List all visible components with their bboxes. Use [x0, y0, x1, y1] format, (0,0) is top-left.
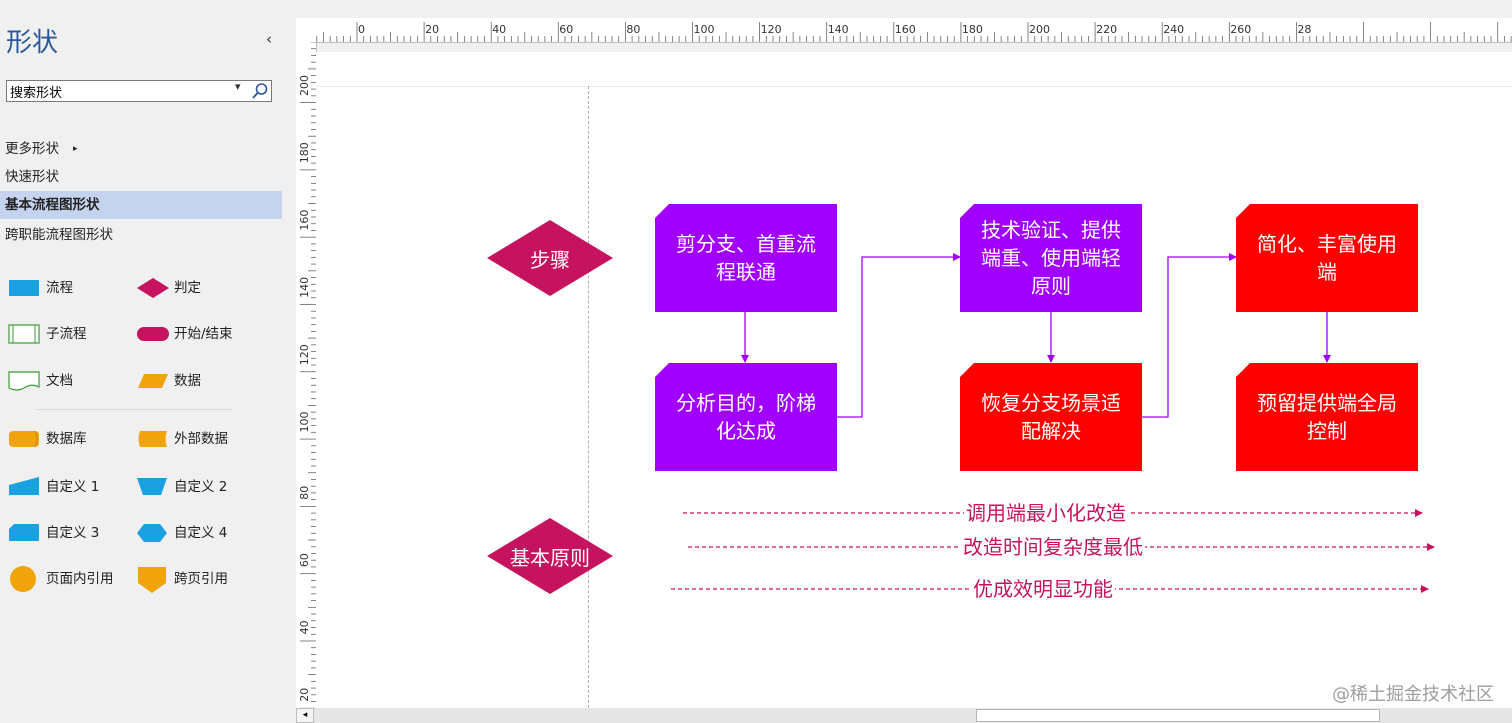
principle-label-2[interactable]: 改造时间复杂度最低: [961, 534, 1145, 560]
search-input[interactable]: [7, 81, 239, 101]
ruler-label: 0: [358, 23, 365, 36]
vertical-guide-line[interactable]: [588, 86, 589, 708]
page-top-edge: [316, 86, 1512, 87]
menu-more-shapes[interactable]: 更多形状▸: [0, 135, 282, 163]
custom1-icon: [9, 477, 39, 495]
subprocess-icon: [8, 324, 40, 344]
collapse-pane-icon[interactable]: ‹: [266, 30, 272, 48]
terminator-icon: [137, 327, 169, 341]
ruler-label: 40: [492, 23, 506, 36]
pane-title: 形状: [6, 28, 59, 58]
ruler-label: 28: [1297, 23, 1311, 36]
ruler-label: 60: [298, 553, 311, 567]
process-box-5[interactable]: 简化、丰富使用端: [1236, 204, 1418, 312]
ruler-label: 80: [298, 486, 311, 500]
ruler-label: 260: [1230, 23, 1251, 36]
ruler-label: 100: [298, 412, 311, 433]
horizontal-ruler[interactable]: -60-40-200204060801001201401601802002202…: [316, 18, 1512, 43]
ruler-label: 120: [298, 344, 311, 365]
on-page-ref-icon: [10, 566, 36, 592]
ruler-corner: [296, 18, 316, 42]
ruler-label: 220: [1096, 23, 1117, 36]
principle-label-3[interactable]: 优成效明显功能: [971, 576, 1115, 602]
custom3-icon: [9, 524, 39, 541]
menu-basic-flowchart-shapes[interactable]: 基本流程图形状: [0, 191, 282, 219]
search-box[interactable]: ▾: [6, 80, 272, 102]
ruler-label: 140: [298, 277, 311, 298]
ruler-label: 40: [298, 620, 311, 634]
menu-quick-shapes[interactable]: 快速形状: [5, 169, 59, 185]
ruler-label: 200: [1029, 23, 1050, 36]
data-icon: [138, 374, 168, 388]
scroll-left-icon[interactable]: ◂: [296, 708, 314, 723]
ruler-label: 100: [694, 23, 715, 36]
ruler-label: 180: [298, 142, 311, 163]
process-box-2[interactable]: 分析目的，阶梯化达成: [655, 363, 837, 471]
process-icon: [9, 280, 39, 296]
database-icon: [9, 430, 39, 448]
principle-label-1[interactable]: 调用端最小化改造: [964, 500, 1128, 526]
process-box-6[interactable]: 预留提供端全局控制: [1236, 363, 1418, 471]
process-box-1[interactable]: 剪分支、首重流程联通: [655, 204, 837, 312]
ruler-label: 20: [298, 688, 311, 702]
watermark: @稀土掘金技术社区: [1332, 684, 1494, 705]
ruler-label: 200: [298, 75, 311, 96]
document-icon: [8, 371, 40, 391]
decision-icon: [137, 278, 169, 298]
stencil-divider: [36, 409, 232, 410]
menu-cross-functional-shapes[interactable]: 跨职能流程图形状: [5, 227, 113, 243]
ruler-label: 140: [828, 23, 849, 36]
horizontal-scrollbar[interactable]: ◂: [296, 708, 1512, 723]
custom2-icon: [137, 478, 167, 495]
connector-b4-b5[interactable]: [1142, 253, 1237, 418]
custom4-icon: [137, 524, 167, 542]
shapes-pane: 形状 ‹ ▾ 更多形状▸ 快速形状 基本流程图形状 跨职能流程图形状 流程 判定…: [0, 0, 286, 723]
ruler-label: 160: [895, 23, 916, 36]
ruler-label: 240: [1163, 23, 1184, 36]
search-icon[interactable]: [251, 82, 269, 100]
process-box-3[interactable]: 技术验证、提供端重、使用端轻原则: [960, 204, 1142, 312]
ruler-label: 180: [962, 23, 983, 36]
ruler-label: 80: [626, 23, 640, 36]
submenu-arrow-icon: ▸: [73, 144, 78, 154]
ruler-label: 160: [298, 210, 311, 231]
ruler-label: 120: [761, 23, 782, 36]
connector-b2-b3[interactable]: [837, 253, 961, 418]
scrollbar-thumb[interactable]: [976, 709, 1380, 722]
off-page-ref-icon: [138, 567, 166, 593]
ruler-label: 60: [559, 23, 573, 36]
vertical-ruler[interactable]: 200 180 160 140 120 100 80 60 40 20: [296, 42, 317, 712]
process-box-4[interactable]: 恢复分支场景适配解决: [960, 363, 1142, 471]
drawing-canvas[interactable]: 步骤 基本原则 剪分支、首重流程联通 分析目的，阶梯化达成 技术验证、提供端重、…: [316, 52, 1512, 708]
external-data-icon: [138, 431, 167, 447]
ruler-label: 20: [425, 23, 439, 36]
search-dropdown-icon[interactable]: ▾: [235, 80, 241, 93]
